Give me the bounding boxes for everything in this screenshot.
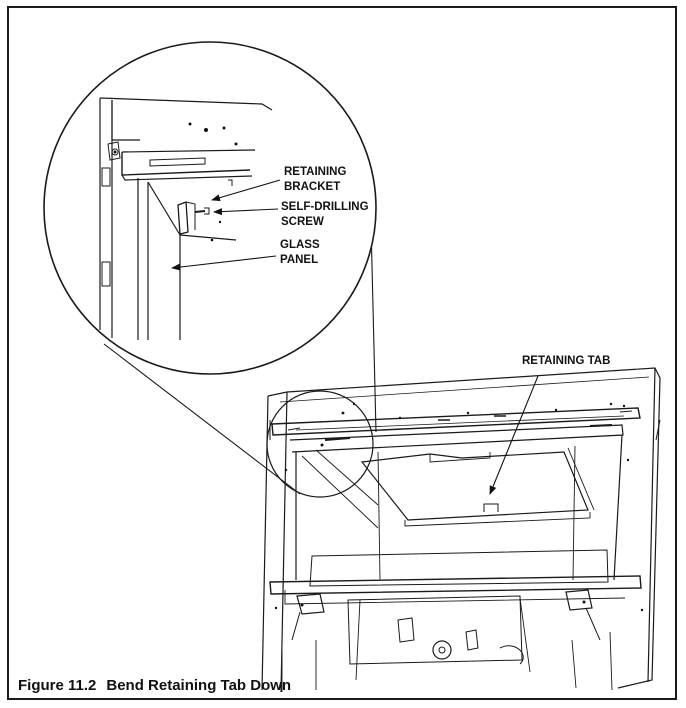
- figure-title: Bend Retaining Tab Down: [106, 677, 292, 694]
- label-screw-line2: SCREW: [281, 216, 324, 228]
- callout-arrows: [171, 179, 539, 495]
- callout-labels: RETAINING BRACKET SELF-DRILLING SCREW GL…: [280, 166, 610, 367]
- figure-number: Figure 11.2: [18, 677, 97, 694]
- label-glass-line1: GLASS: [280, 239, 320, 251]
- label-retaining-tab: RETAINING TAB: [522, 355, 610, 367]
- label-bracket-line2: BRACKET: [284, 181, 340, 193]
- detail-area-circle: [266, 390, 374, 498]
- unit-screw-dots: [274, 402, 644, 612]
- label-self-drilling-line1: SELF-DRILLING: [281, 201, 369, 213]
- detail-magnifier: [43, 41, 377, 375]
- fireplace-unit: [261, 367, 661, 693]
- figure-caption: Figure 11.2 Bend Retaining Tab Down: [18, 677, 291, 694]
- label-retaining-line1: RETAINING: [284, 166, 346, 178]
- label-panel-line2: PANEL: [280, 254, 318, 266]
